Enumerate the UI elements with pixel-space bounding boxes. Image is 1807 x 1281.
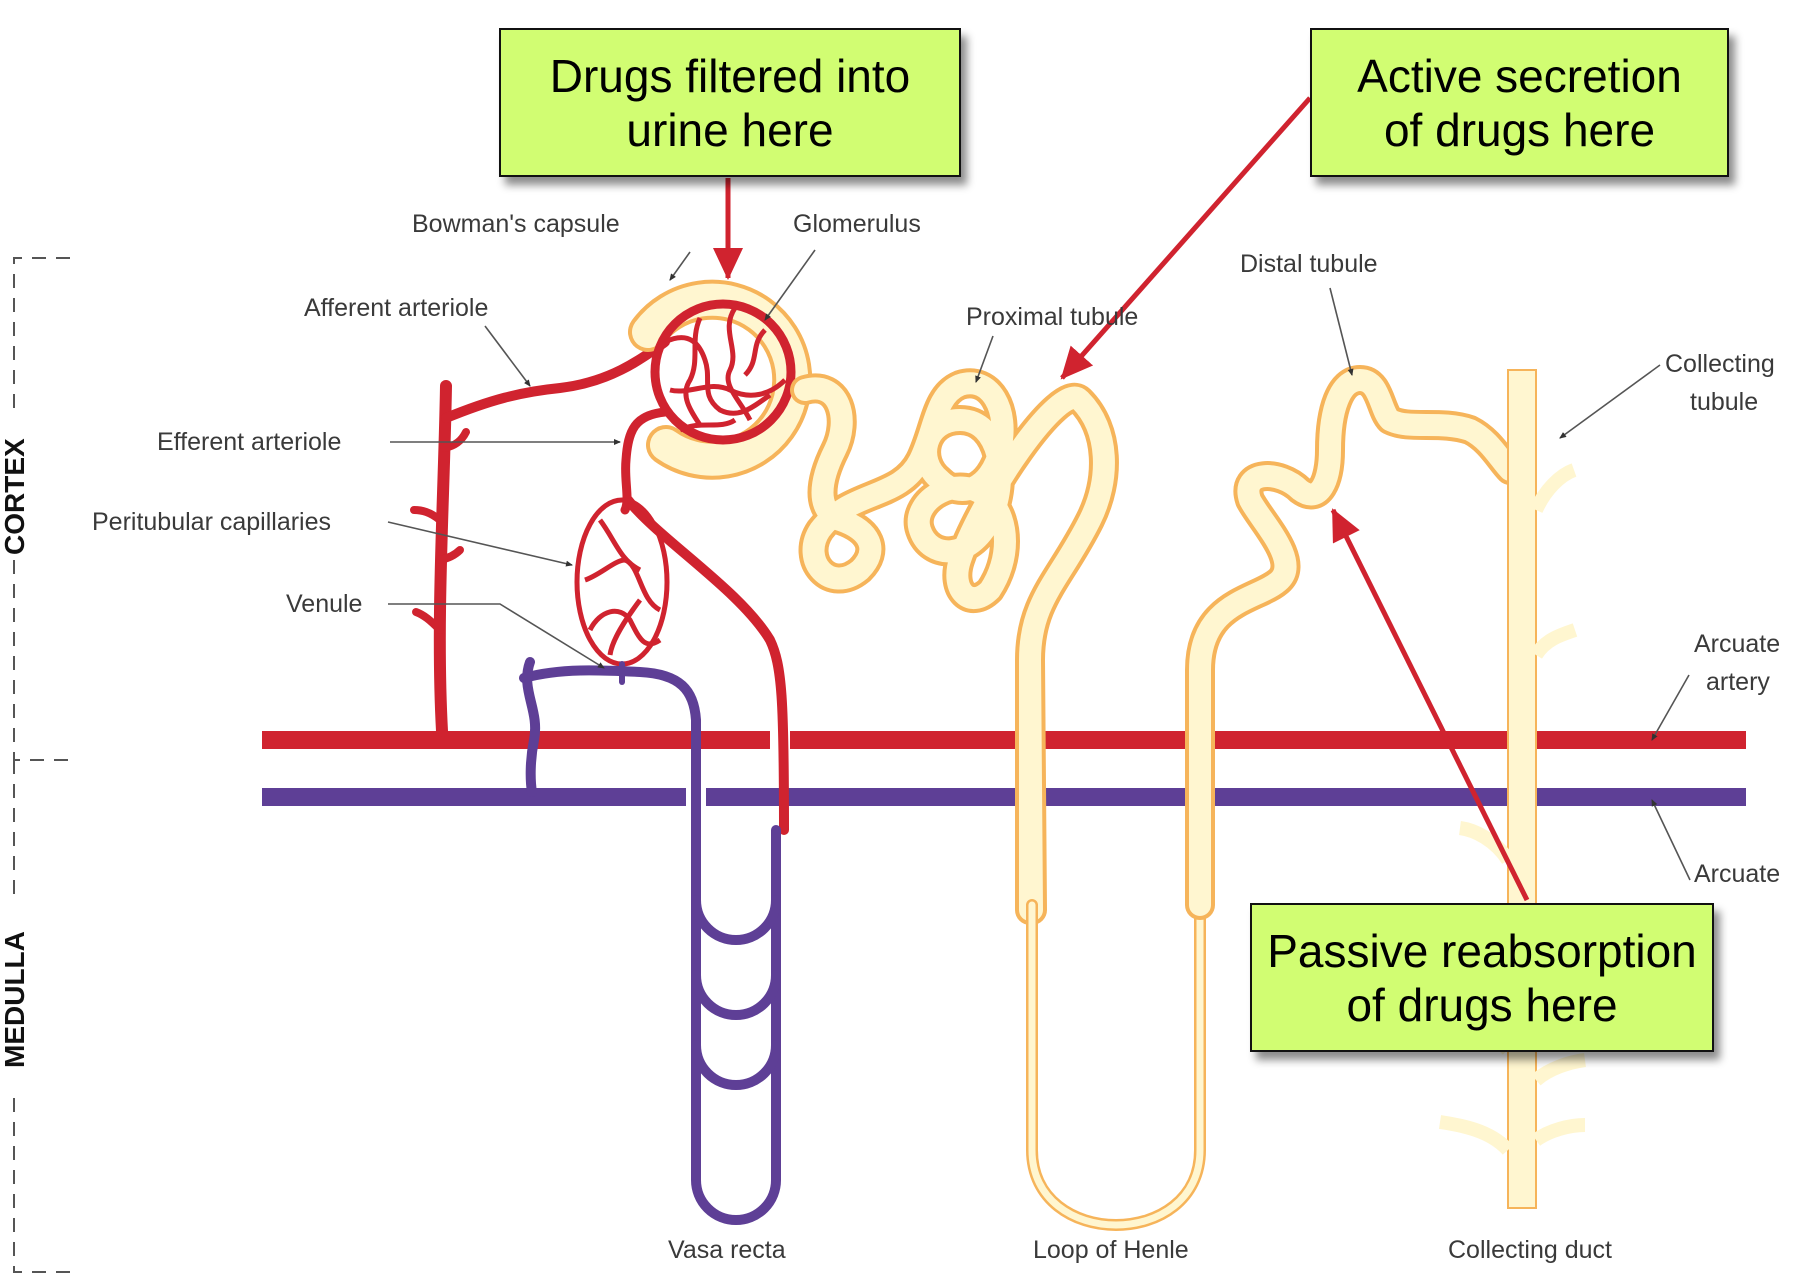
callout-filtered-line2: urine here	[626, 103, 834, 156]
label-efferent-arteriole: Efferent arteriole	[157, 428, 341, 456]
label-venule: Venule	[286, 590, 362, 618]
zone-brackets	[13, 257, 70, 1273]
loop-of-henle	[1026, 365, 1525, 1231]
callout-secretion-line2: of drugs here	[1383, 103, 1656, 156]
arcuate-vein	[262, 788, 1746, 806]
cortex-bracket	[13, 257, 70, 418]
label-collecting-tubule-2: tubule	[1690, 388, 1758, 416]
label-afferent-arteriole: Afferent arteriole	[304, 294, 488, 322]
callout-reabsorption-line1: Passive reabsorption	[1267, 924, 1697, 977]
peritubular-capillaries	[574, 497, 670, 667]
callout-reabsorption: Passive reabsorption of drugs here	[1250, 903, 1714, 1052]
callout-reabsorption-line2: of drugs here	[1346, 978, 1618, 1031]
zone-label-cortex: CORTEX	[0, 438, 30, 555]
label-loop-of-henle: Loop of Henle	[1033, 1236, 1189, 1264]
leader-lines	[387, 249, 1691, 881]
label-peritubular-capillaries: Peritubular capillaries	[92, 508, 331, 536]
label-vasa-recta: Vasa recta	[668, 1236, 786, 1264]
label-collecting-duct: Collecting duct	[1448, 1236, 1612, 1264]
label-arcuate-artery-1: Arcuate	[1694, 630, 1780, 658]
callout-filtered: Drugs filtered into urine here	[499, 28, 961, 177]
proximal-tubule	[790, 368, 1119, 925]
label-collecting-tubule-1: Collecting	[1665, 350, 1775, 378]
callout-secretion-line1: Active secretion	[1357, 49, 1682, 102]
label-proximal-tubule: Proximal tubule	[966, 303, 1138, 331]
pt-path-edge	[790, 368, 1119, 925]
vasa-recta	[519, 657, 781, 1225]
secretion-arrow	[1060, 96, 1312, 380]
label-distal-tubule: Distal tubule	[1240, 250, 1378, 278]
annotation-arrows	[713, 96, 1530, 902]
reabsorption-arrow	[1330, 508, 1530, 902]
interlobular-artery	[410, 337, 670, 737]
callout-filtered-line1: Drugs filtered into	[549, 49, 911, 102]
glomerulus	[650, 299, 796, 445]
medulla-bracket-lower	[13, 1098, 70, 1273]
label-arcuate-vein: Arcuate	[1694, 860, 1780, 888]
lh-path-edge	[1026, 899, 1206, 1231]
label-arcuate-artery-2: artery	[1706, 668, 1770, 696]
label-bowmans-capsule: Bowman's capsule	[412, 210, 620, 238]
callout-secretion: Active secretion of drugs here	[1310, 28, 1729, 177]
zone-label-medulla: MEDULLA	[0, 931, 30, 1068]
cortex-bracket-lower	[13, 560, 70, 761]
label-glomerulus: Glomerulus	[793, 210, 921, 238]
